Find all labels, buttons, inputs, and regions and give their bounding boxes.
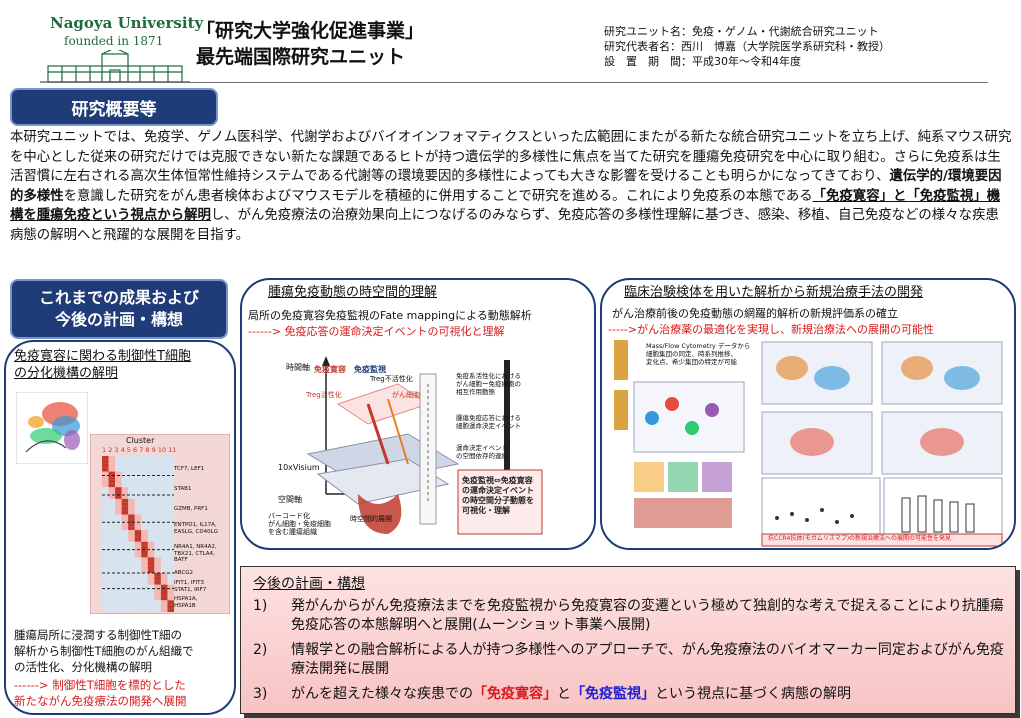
spatiotemporal-title: 腫瘍免疫動態の時空間的理解 <box>268 285 438 300</box>
keyword-tolerance: 「免疫寛容」 <box>473 686 557 702</box>
overview-p2: を意識した研究をがん患者検体およびマウスモデルを積極的に併用することで研究を進め… <box>63 188 813 204</box>
clinical-arrow: ----->がん治療薬の最適化を実現し、新規治療法への展開の可能性 <box>608 323 935 336</box>
plan-item-number: 1) <box>253 598 268 614</box>
treg-desc-2: 解析から制御性T細胞のがん組織で <box>14 644 194 658</box>
heatmap-gene-labels: TCF7, LEF1 STAB1 GZMB, PRF1 ENTPD1, IL17… <box>174 458 230 614</box>
mogamulizumab-note: 抗CCR4抗体(モガムリズマブ)の新規治療法への展開の可能性を発見 <box>768 535 952 542</box>
gene-label: ENTPD1, IL17A, EASLG, CD40LG <box>174 522 218 535</box>
building-illustration <box>40 50 190 83</box>
keyword-surveillance: 「免疫監視」 <box>571 686 655 702</box>
gene-label: GZMB, PRF1 <box>174 506 208 512</box>
results-label-line-1: これまでの成果および <box>38 288 199 307</box>
plan-item-3: 3) がんを超えた様々な疾患での「免疫寛容」と「免疫監視」という視点に基づく病態… <box>253 685 1013 707</box>
gene-label: NR4A1, NR4A2, TBX21, CTLA4, BATF <box>174 544 217 563</box>
plan-item-number: 3) <box>253 686 268 702</box>
heatmap-cluster-title: Cluster <box>126 436 155 445</box>
founded-text: founded in 1871 <box>64 34 164 48</box>
future-plan-title: 今後の計画・構想 <box>253 576 365 592</box>
plan3-mid: と <box>557 686 571 702</box>
label-surveillance: 免疫監視 <box>354 365 386 374</box>
treg-title-line-2: の分化機構の解明 <box>14 366 119 381</box>
project-title: 「研究大学強化促進事業」 最先端国際研究ユニット <box>196 18 424 70</box>
label-space-axis: 空間軸 <box>278 495 302 504</box>
label-cancer: がん細胞 <box>392 391 420 399</box>
representative: 研究代表者名：西川 博嘉（大学院医学系研究科・教授） <box>604 40 890 53</box>
label-treg-inactive: Treg不活性化 <box>370 375 413 383</box>
gene-label: ABCG2 <box>174 570 194 576</box>
plan-item-1: 1) 発がんからがん免疫療法までを免疫監視から免疫寛容の変遷という極めて独創的な… <box>253 597 1013 637</box>
future-plan-box: 今後の計画・構想 1) 発がんからがん免疫療法までを免疫監視から免疫寛容の変遷と… <box>240 566 1016 714</box>
treg-desc-1: 腫瘍局所に浸潤する制御性T細の <box>14 628 183 642</box>
overview-p3: し、がん免疫療法の治療効果向上につなげるのみならず、免疫応答の多様性理解に基づき… <box>10 208 999 243</box>
unit-info: 研究ユニット名：免疫・ゲノム・代謝統合研究ユニット 研究代表者名：西川 博嘉（大… <box>604 24 890 69</box>
note-emphasis: 免疫監視⇔免疫寛容 の運命決定イベント の時空間分子動態を 可視化・理解 <box>462 476 534 515</box>
treg-desc-3: の活性化、分化機構の解明 <box>14 660 152 674</box>
fate-mapping-diagram <box>306 356 543 535</box>
spatiotemporal-panel: 腫瘍免疫動態の時空間的理解 局所の免疫寛容免疫監視のFate mappingによ… <box>240 278 596 550</box>
university-name: Nagoya University <box>50 14 204 32</box>
spatiotemporal-sub: 局所の免疫寛容免疫監視のFate mappingによる動態解析 <box>248 309 532 322</box>
treg-panel-title: 免疫寛容に関わる制御性T細胞 の分化機構の解明 <box>14 348 191 382</box>
clinical-analysis-figure <box>612 338 1008 548</box>
plan-item-number: 2) <box>253 642 268 658</box>
plan-item-2: 2) 情報学との融合解析による人が持つ多様性へのアプローチで、がん免疫療法のバイ… <box>253 641 1013 681</box>
plan-item-text: 発がんからがん免疫療法までを免疫監視から免疫寛容の変遷という極めて独創的な考えで… <box>291 598 1004 633</box>
overview-bold: 遺伝学的/環境要因的多様性 <box>10 169 1002 204</box>
overview-label: 研究概要等 <box>10 88 218 126</box>
note-fate-event: 腫瘍免疫応答における 細胞運命決定イベント <box>456 414 521 430</box>
plan3-pre: がんを超えた様々な疾患での <box>291 686 473 702</box>
results-label-line-2: 今後の計画・構想 <box>54 310 183 329</box>
flow-cytometry-note: Mass/Flow Cytometry データから 細胞集団の同定、時系列推移、… <box>646 342 751 366</box>
clinical-panel: 臨床治験検体を用いた解析から新規治療手法の開発 がん治療前後の免疫動態の網羅的解… <box>600 278 1016 550</box>
treg-arrow-2: 新たながん免疫療法の開発へ展開 <box>14 694 187 708</box>
label-spatial: 時空間的展開 <box>350 515 392 523</box>
plan3-post: という視点に基づく病態の解明 <box>655 686 851 702</box>
overview-underline: 「免疫寛容」と「免疫監視」機構を腫瘍免疫という視点から解明 <box>10 188 1001 224</box>
university-logo: Nagoya University founded in 1871 <box>40 10 203 84</box>
plan-item-text: 情報学との融合解析による人が持つ多様性へのアプローチで、がん免疫療法のバイオマー… <box>291 642 1004 677</box>
treg-title-line-1: 免疫寛容に関わる制御性T細胞 <box>14 349 191 364</box>
title-line-2: 最先端国際研究ユニット <box>196 46 406 68</box>
title-line-1: 「研究大学強化促進事業」 <box>196 20 425 42</box>
label-visium: 10xVisium <box>278 463 320 472</box>
umap-plot <box>16 392 88 464</box>
heatmap <box>102 456 174 612</box>
label-treg-active: Treg活性化 <box>306 391 342 399</box>
label-barcode: バーコード化 がん細胞・免疫細胞 を含む腫瘍組織 <box>268 512 331 536</box>
plan-item-text: がんを超えた様々な疾患での「免疫寛容」と「免疫監視」という視点に基づく病態の解明 <box>291 685 1007 704</box>
label-tolerance: 免疫寛容 <box>314 365 346 374</box>
treg-panel: 免疫寛容に関わる制御性T細胞 の分化機構の解明 Cluster 1 2 3 4 … <box>4 340 236 715</box>
heatmap-cluster-numbers: 1 2 3 4 5 6 7 8 9 10 11 <box>102 446 177 454</box>
clinical-title: 臨床治験検体を用いた解析から新規治療手法の開発 <box>624 285 924 300</box>
header-divider <box>48 82 988 83</box>
unit-name: 研究ユニット名：免疫・ゲノム・代謝統合研究ユニット <box>604 25 879 38</box>
gene-label: IFIT1, IFIT3 STAT1, IRF7 <box>174 580 207 593</box>
note-interaction: 免疫系活性化における がん細胞ー免疫細胞の 相互作用動態 <box>456 372 521 396</box>
gene-label: TCF7, LEF1 <box>174 466 205 472</box>
spatiotemporal-arrow: ------> 免疫応答の運命決定イベントの可視化と理解 <box>248 325 505 338</box>
gene-label: STAB1 <box>174 486 192 492</box>
establishment-period: 設 置 期 間：平成30年～令和4年度 <box>604 55 801 68</box>
overview-text: 本研究ユニットでは、免疫学、ゲノム医科学、代謝学およびバイオインフォマティクスと… <box>10 128 1012 246</box>
clinical-sub: がん治療前後の免疫動態の網羅的解析の新規評価系の確立 <box>612 307 898 320</box>
gene-label: HSPA1A, HSPA1B <box>174 596 198 609</box>
label-time-axis: 時間軸 <box>286 363 310 372</box>
treg-arrow-1: ------> 制御性T細胞を標的とした <box>14 678 186 692</box>
overview-p1: 本研究ユニットでは、免疫学、ゲノム医科学、代謝学およびバイオインフォマティクスと… <box>10 130 1012 185</box>
note-spatial-link: 運命決定イベント の空間依存的連結 <box>456 444 508 460</box>
results-label: これまでの成果および 今後の計画・構想 <box>10 279 228 339</box>
